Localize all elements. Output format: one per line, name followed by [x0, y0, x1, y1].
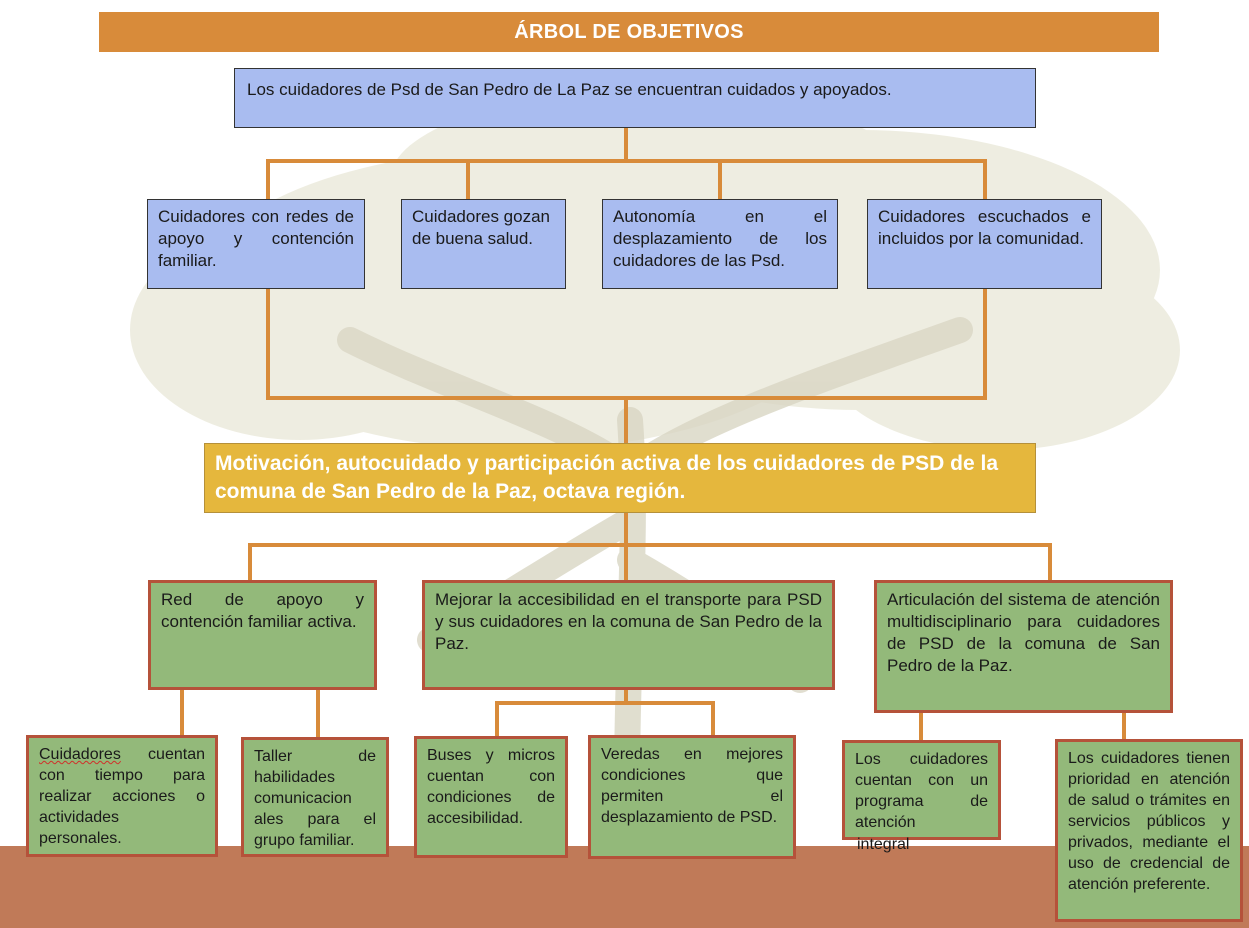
sub-means-box-2a: Buses y micros cuentan con condiciones d… [414, 736, 568, 858]
effect-box-4: Cuidadores escuchados e incluidos por la… [867, 199, 1102, 289]
main-objective-text: Los cuidadores de Psd de San Pedro de La… [247, 80, 892, 99]
sub-means-box-1b: Taller de habilidades comunicacion ales … [241, 737, 389, 857]
sub-means-text-1a-word: Cuidadores [39, 746, 121, 763]
effect-box-2: Cuidadores gozan de buena salud. [401, 199, 566, 289]
sub-means-text-3a: Los cuidadores cuentan con un programa d… [855, 751, 988, 831]
means-box-3: Articulación del sistema de atención mul… [874, 580, 1173, 713]
sub-means-text-3a-overflow: integral [857, 836, 910, 853]
means-text-2: Mejorar la accesibilidad en el transport… [435, 590, 822, 653]
sub-means-text-3b: Los cuidadores tienen prioridad en atenc… [1068, 750, 1230, 893]
diagram-title: ÁRBOL DE OBJETIVOS [99, 12, 1159, 52]
sub-means-box-2b: Veredas en mejores condiciones que permi… [588, 735, 796, 859]
sub-means-box-1a: Cuidadores cuentan con tiempo para reali… [26, 735, 218, 857]
means-text-1: Red de apoyo y contención familiar activ… [161, 590, 364, 631]
effect-text-4: Cuidadores escuchados e incluidos por la… [878, 207, 1091, 248]
effect-box-1: Cuidadores con redes de apoyo y contenci… [147, 199, 365, 289]
effect-box-3: Autonomía en el desplazamiento de los cu… [602, 199, 838, 289]
sub-means-text-1b: Taller de habilidades comunicacion ales … [254, 748, 376, 849]
sub-means-box-3b: Los cuidadores tienen prioridad en atenc… [1055, 739, 1243, 922]
means-box-2: Mejorar la accesibilidad en el transport… [422, 580, 835, 690]
central-goal-text: Motivación, autocuidado y participación … [215, 452, 999, 503]
effect-text-1: Cuidadores con redes de apoyo y contenci… [158, 207, 354, 270]
means-text-3: Articulación del sistema de atención mul… [887, 590, 1160, 675]
effect-text-3: Autonomía en el desplazamiento de los cu… [613, 207, 827, 270]
means-box-1: Red de apoyo y contención familiar activ… [148, 580, 377, 690]
sub-means-text-1a: cuentan con tiempo para realizar accione… [39, 746, 205, 847]
central-goal-box: Motivación, autocuidado y participación … [204, 443, 1036, 513]
effect-text-2: Cuidadores gozan de buena salud. [412, 207, 550, 248]
sub-means-text-2a: Buses y micros cuentan con condiciones d… [427, 747, 555, 827]
bottom-soil-band [0, 846, 1249, 928]
main-objective-box: Los cuidadores de Psd de San Pedro de La… [234, 68, 1036, 128]
sub-means-box-3a: Los cuidadores cuentan con un programa d… [842, 740, 1001, 840]
sub-means-text-2b: Veredas en mejores condiciones que permi… [601, 746, 783, 826]
